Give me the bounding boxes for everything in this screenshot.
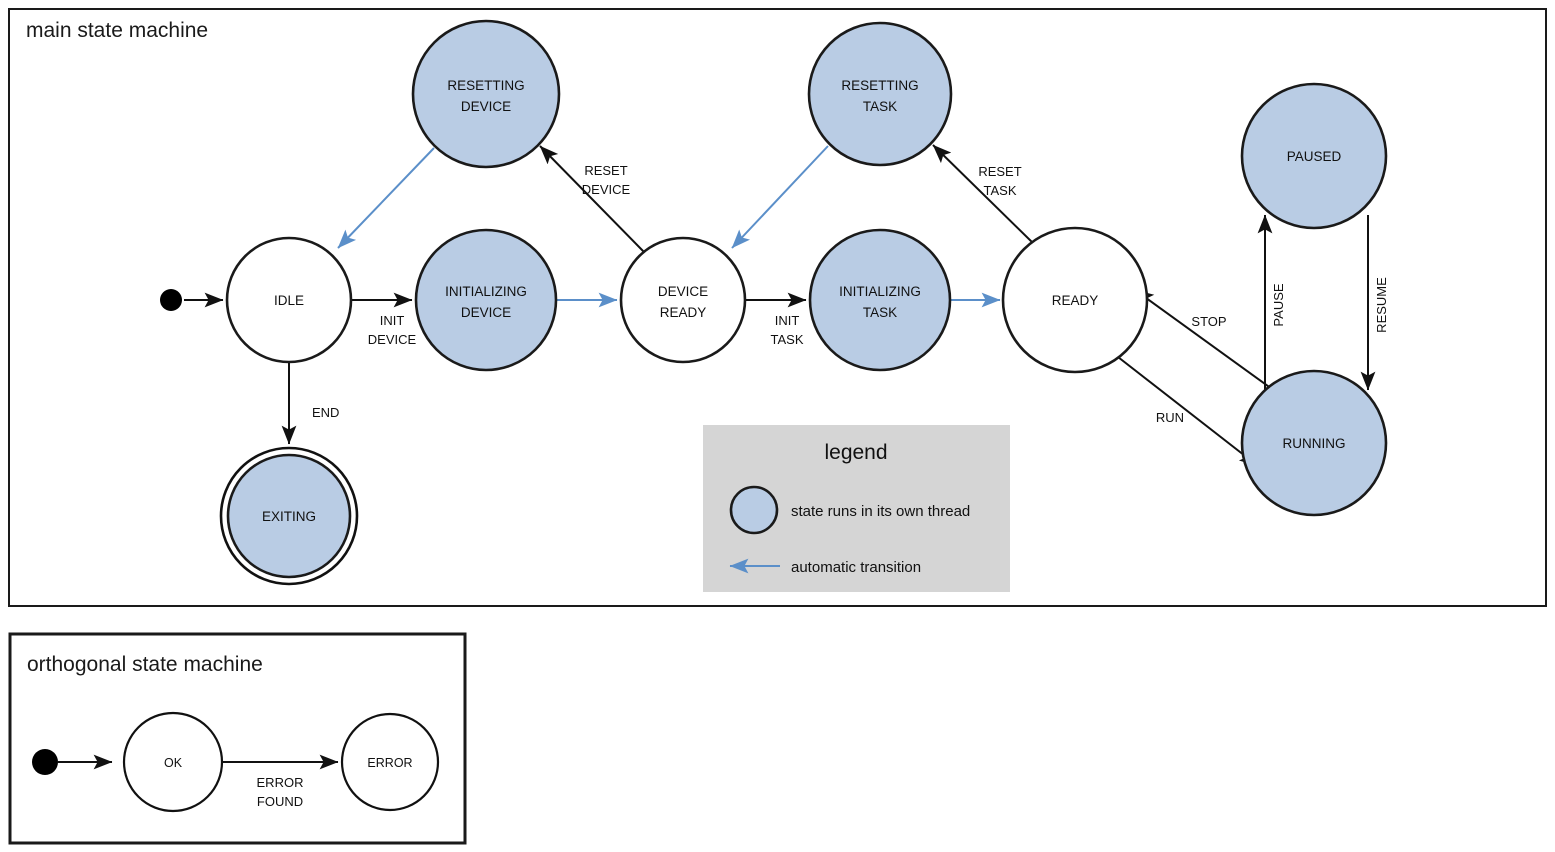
state-initializing-device[interactable]: INITIALIZING DEVICE	[414, 228, 558, 372]
legend-thread-swatch	[729, 485, 779, 535]
state-exiting-circle[interactable]	[226, 453, 352, 579]
transition-label-pause: PAUSE	[1271, 283, 1286, 326]
transition-running-to-paused: PAUSE	[1257, 214, 1286, 394]
transition-resetting-task-to-device-ready	[731, 145, 829, 249]
transition-resetting-task-to-device-ready-line	[731, 145, 829, 249]
legend-thread-label: state runs in its own thread	[791, 503, 970, 520]
state-idle[interactable]: IDLE	[225, 236, 353, 364]
orthogonal-state-machine-title: orthogonal state machine	[27, 653, 263, 676]
transition-label-reset-device-line2: DEVICE	[582, 182, 631, 197]
transition-device-ready-to-resetting-device-line	[539, 145, 645, 253]
state-idle-label: IDLE	[274, 293, 304, 308]
state-ok-label: OK	[164, 756, 183, 770]
state-paused-circle[interactable]	[1240, 82, 1388, 230]
transition-ready-to-resetting-task-line	[932, 144, 1036, 246]
transition-label-run: RUN	[1156, 410, 1184, 425]
transition-label-reset-task-line1: RESET	[978, 164, 1021, 179]
transition-running-to-ready: STOP	[1134, 289, 1273, 390]
transition-label-init-device-line2: DEVICE	[368, 332, 417, 347]
state-ready-label: READY	[1052, 293, 1099, 308]
state-running[interactable]: RUNNING	[1240, 369, 1388, 517]
state-error[interactable]: ERROR	[340, 712, 440, 812]
state-error-label: ERROR	[367, 756, 412, 770]
transition-ready-to-running-line	[1117, 356, 1259, 467]
state-resetting-task[interactable]: RESETTING TASK	[807, 21, 953, 167]
state-paused-label: PAUSED	[1287, 149, 1342, 164]
transition-label-init-device-line1: INIT	[380, 313, 405, 328]
state-initializing-task[interactable]: INITIALIZING TASK	[808, 228, 952, 372]
transition-idle-to-exiting: END	[281, 362, 339, 445]
state-initializing-device-label-line1: INITIALIZING	[445, 284, 527, 299]
state-exiting-label: EXITING	[262, 509, 316, 524]
state-resetting-device-label-line1: RESETTING	[447, 78, 524, 93]
state-running-circle[interactable]	[1240, 369, 1388, 517]
state-ok[interactable]: OK	[122, 711, 224, 813]
state-error-circle[interactable]	[340, 712, 440, 812]
transition-label-error-found-line1: ERROR	[257, 775, 304, 790]
transition-running-to-ready-line	[1134, 289, 1273, 390]
state-ok-circle[interactable]	[122, 711, 224, 813]
state-resetting-task-label-line1: RESETTING	[841, 78, 918, 93]
transition-label-end: END	[312, 405, 339, 420]
transition-label-resume: RESUME	[1374, 277, 1389, 333]
state-initializing-task-label-line1: INITIALIZING	[839, 284, 921, 299]
state-ready-circle[interactable]	[1001, 226, 1149, 374]
legend-auto-label: automatic transition	[791, 559, 921, 576]
state-exiting[interactable]: EXITING	[219, 446, 359, 586]
initial-state-dot	[160, 289, 182, 311]
state-device-ready-label-line2: READY	[660, 305, 707, 320]
state-ready[interactable]: READY	[1001, 226, 1149, 374]
state-initializing-task-circle[interactable]	[808, 228, 952, 372]
transition-ready-to-running: RUN	[1117, 356, 1259, 467]
state-device-ready-label-line1: DEVICE	[658, 284, 708, 299]
main-state-machine-title: main state machine	[26, 19, 208, 42]
orthogonal-initial-state-dot	[32, 749, 58, 775]
legend-title: legend	[824, 441, 887, 464]
transition-label-reset-device-line1: RESET	[584, 163, 627, 178]
transition-device-ready-to-initializing-task: INIT TASK	[746, 292, 807, 347]
transition-paused-to-running: RESUME	[1360, 215, 1389, 391]
state-device-ready[interactable]: DEVICE READY	[619, 236, 747, 364]
state-resetting-device[interactable]: RESETTING DEVICE	[411, 19, 561, 169]
transition-ready-to-resetting-task: RESET TASK	[932, 144, 1036, 246]
transition-label-stop: STOP	[1191, 314, 1226, 329]
legend: legend state runs in its own thread auto…	[703, 425, 1010, 592]
state-initializing-device-label-line2: DEVICE	[461, 305, 511, 320]
transition-resetting-device-to-idle-line	[337, 147, 435, 249]
state-idle-circle[interactable]	[225, 236, 353, 364]
transition-label-error-found-line2: FOUND	[257, 794, 303, 809]
transition-ok-to-error: ERROR FOUND	[222, 754, 339, 809]
transition-resetting-device-to-idle	[337, 147, 435, 249]
transition-label-init-task-line1: INIT	[775, 313, 800, 328]
state-device-ready-circle[interactable]	[619, 236, 747, 364]
state-paused[interactable]: PAUSED	[1240, 82, 1388, 230]
state-initializing-task-label-line2: TASK	[863, 305, 897, 320]
transition-device-ready-to-resetting-device: RESET DEVICE	[539, 145, 645, 253]
state-resetting-task-circle[interactable]	[807, 21, 953, 167]
transition-label-reset-task-line2: TASK	[984, 183, 1017, 198]
transition-label-init-task-line2: TASK	[771, 332, 804, 347]
state-resetting-device-circle[interactable]	[411, 19, 561, 169]
state-exiting-outer-ring	[219, 446, 359, 586]
state-resetting-device-label-line2: DEVICE	[461, 99, 511, 114]
transition-idle-to-initializing-device: INIT DEVICE	[351, 292, 417, 347]
state-resetting-task-label-line2: TASK	[863, 99, 897, 114]
state-initializing-device-circle[interactable]	[414, 228, 558, 372]
state-running-label: RUNNING	[1283, 436, 1346, 451]
